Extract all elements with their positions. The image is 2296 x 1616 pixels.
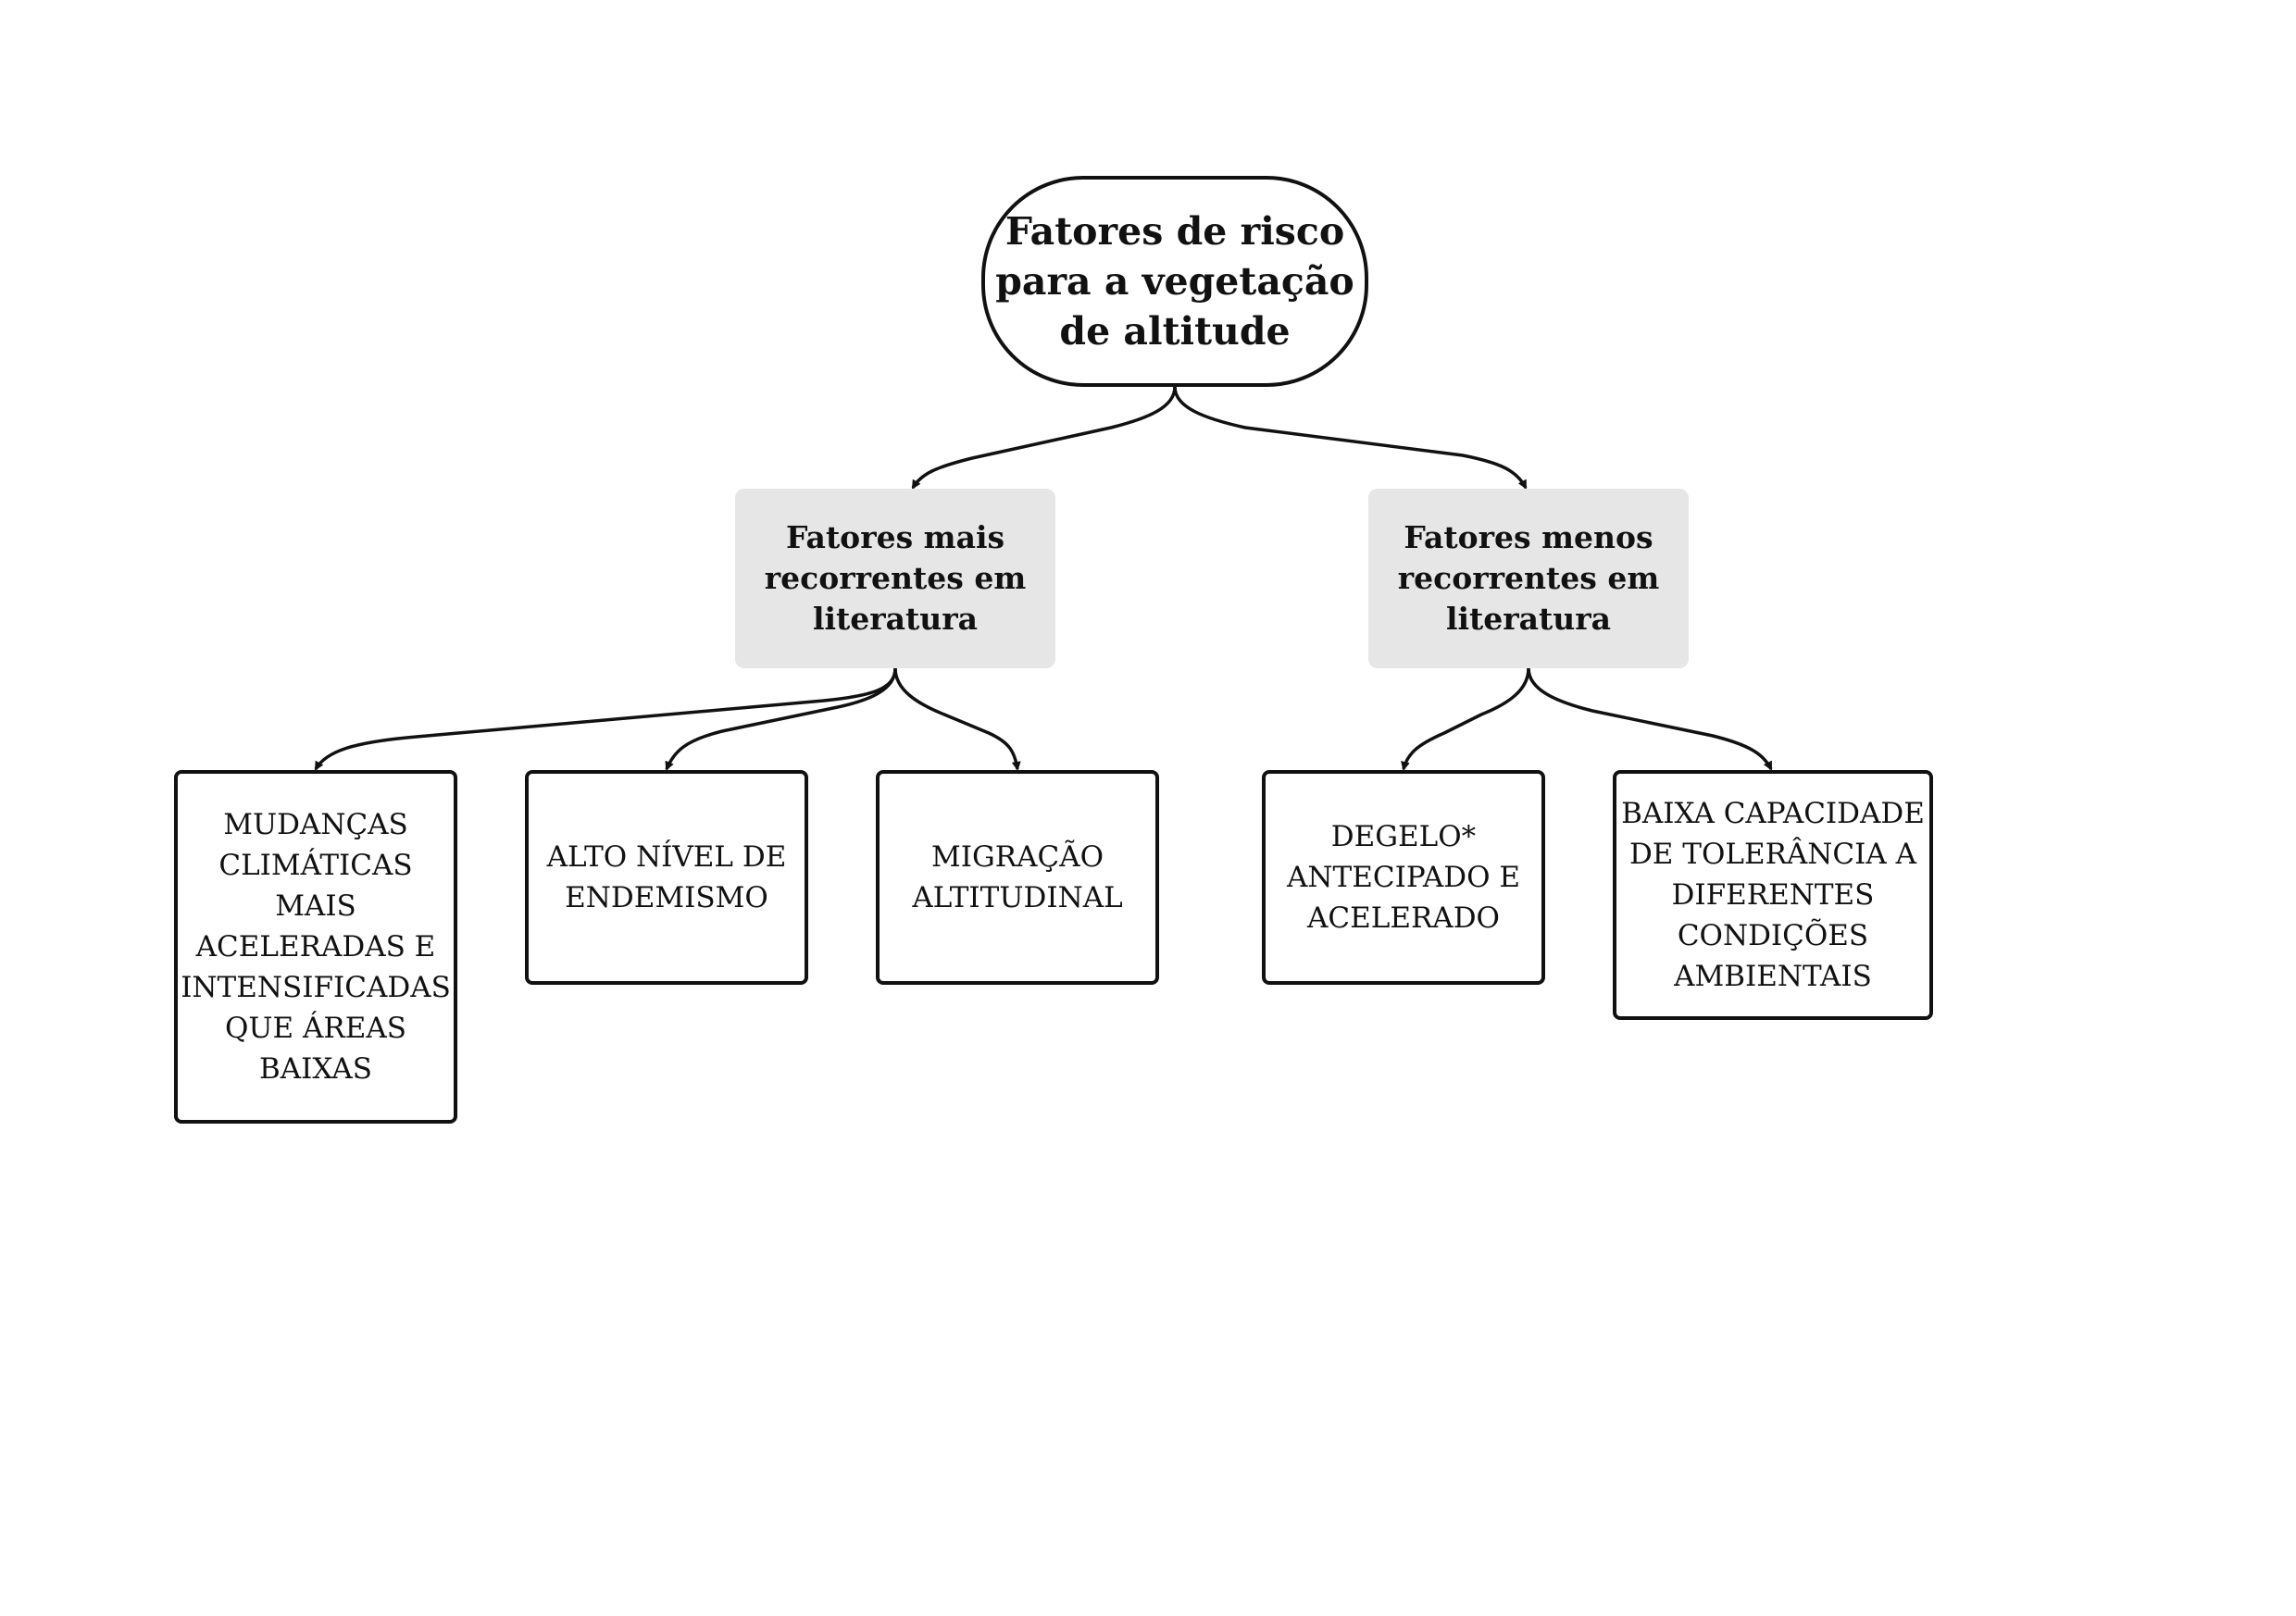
factor-early-thaw: DEGELO* ANTECIPADO E ACELERADO [1262, 770, 1545, 985]
arrow-more-to-migration [893, 667, 1021, 771]
category-more-recurrent: Fatores mais recorrentes em literatura [735, 489, 1055, 668]
factor-altitudinal-migration-label: MIGRAÇÃO ALTITUDINAL [912, 840, 1123, 914]
factor-low-tolerance: BAIXA CAPACIDADE DE TOLERÂNCIA A DIFEREN… [1613, 770, 1933, 1020]
arrow-more-to-climate [314, 667, 897, 771]
arrow-less-to-thaw [1401, 667, 1530, 771]
arrow-more-to-endemism [665, 667, 897, 771]
category-more-label: Fatores mais recorrentes em literatura [764, 519, 1027, 637]
factor-low-tolerance-label: BAIXA CAPACIDADE DE TOLERÂNCIA A DIFEREN… [1621, 797, 1925, 993]
factor-endemism-label: ALTO NÍVEL DE ENDEMISMO [546, 840, 787, 914]
category-less-recurrent: Fatores menos recorrentes em literatura [1368, 489, 1689, 668]
factor-climate-change: MUDANÇAS CLIMÁTICAS MAIS ACELERADAS E IN… [174, 770, 457, 1124]
factor-climate-change-label: MUDANÇAS CLIMÁTICAS MAIS ACELERADAS E IN… [181, 808, 451, 1086]
root-node: Fatores de risco para a vegetação de alt… [981, 176, 1368, 387]
factor-early-thaw-label: DEGELO* ANTECIPADO E ACELERADO [1287, 820, 1520, 935]
factor-altitudinal-migration: MIGRAÇÃO ALTITUDINAL [876, 770, 1159, 985]
category-less-label: Fatores menos recorrentes em literatura [1397, 519, 1660, 637]
root-label: Fatores de risco para a vegetação de alt… [995, 209, 1354, 354]
arrow-root-to-more [911, 386, 1177, 490]
factor-endemism: ALTO NÍVEL DE ENDEMISMO [525, 770, 808, 985]
arrow-less-to-tolerance [1527, 667, 1773, 771]
arrow-root-to-less [1173, 386, 1528, 490]
